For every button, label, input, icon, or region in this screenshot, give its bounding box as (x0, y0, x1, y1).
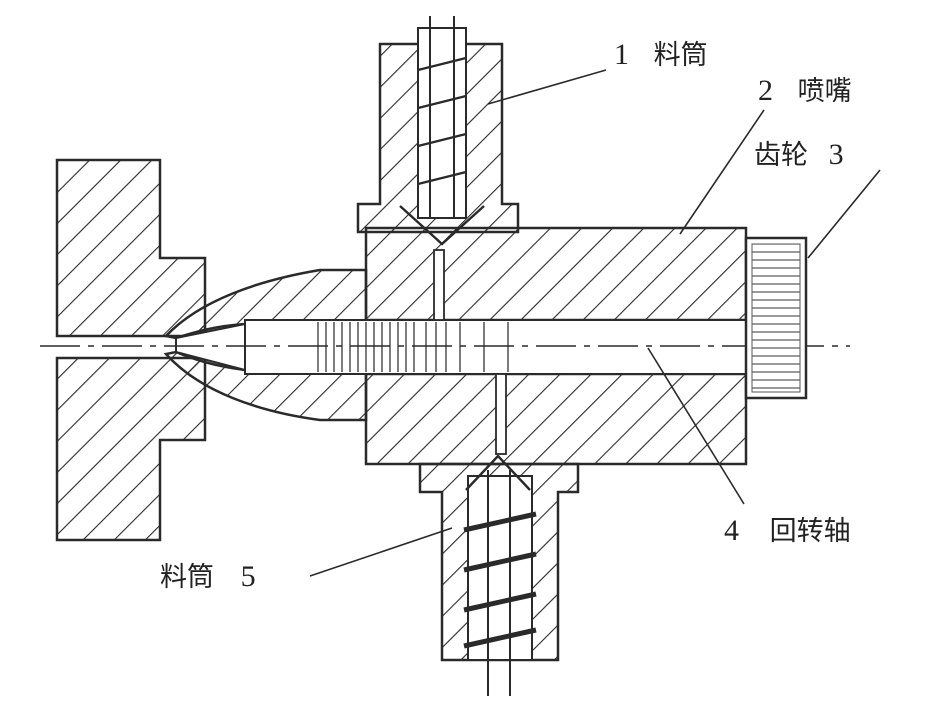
label-nozzle-number: 2 (758, 74, 773, 107)
label-gear-number: 3 (828, 138, 844, 171)
label-hopper-bottom: 料筒 5 (160, 562, 256, 592)
label-gear: 齿轮 3 (754, 140, 844, 170)
bottom-barrel (418, 454, 580, 696)
label-hopper-top-number: 1 (614, 38, 629, 71)
top-barrel (356, 16, 520, 246)
label-rotating-shaft: 4 回转轴 (724, 516, 851, 546)
label-nozzle: 2 喷嘴 (758, 76, 852, 106)
label-rotating-shaft-text: 回转轴 (769, 516, 851, 547)
label-hopper-top-text: 料筒 (653, 40, 708, 71)
label-hopper-bottom-number: 5 (240, 560, 256, 593)
label-hopper-bottom-text: 料筒 (160, 562, 214, 593)
left-flange (55, 158, 207, 542)
leader-lines (309, 69, 881, 577)
gear-shape (744, 236, 808, 400)
label-hopper-top: 1 料筒 (614, 40, 708, 70)
nozzle-body (244, 226, 748, 466)
label-rotating-shaft-number: 4 (724, 514, 739, 547)
label-nozzle-text: 喷嘴 (797, 76, 852, 107)
label-gear-text: 齿轮 (754, 140, 808, 171)
